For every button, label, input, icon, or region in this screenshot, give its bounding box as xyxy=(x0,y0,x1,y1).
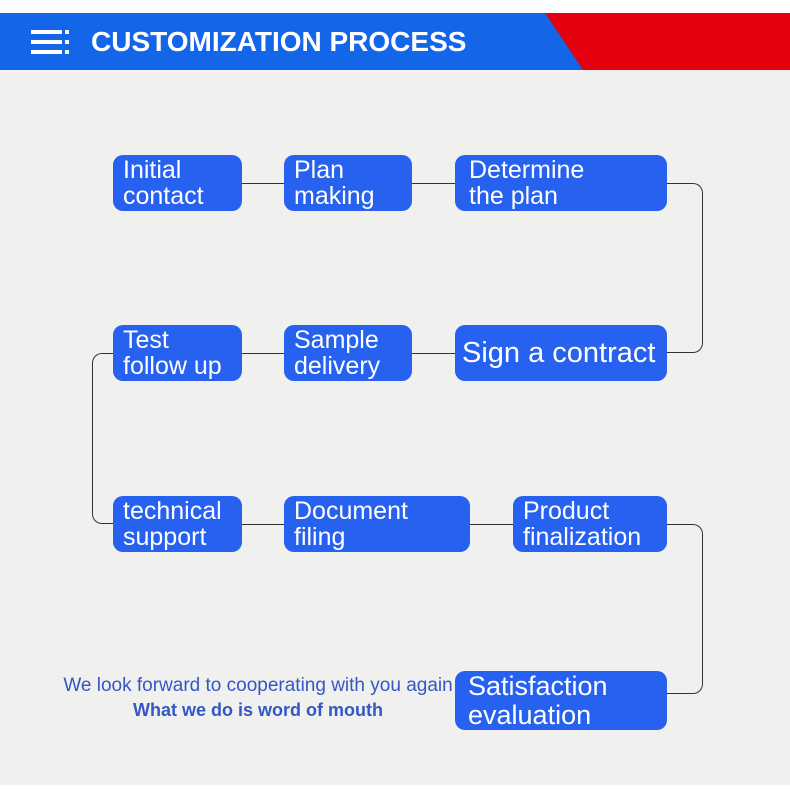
flow-node-initial-contact: Initial contact xyxy=(113,155,242,211)
flow-node-satisfaction-evaluation: Satisfaction evaluation xyxy=(455,671,667,730)
node-label-line: filing xyxy=(294,523,346,551)
node-label-line: Document xyxy=(294,497,408,525)
flow-node-determine-the-plan: Determine the plan xyxy=(455,155,667,211)
page-title: CUSTOMIZATION PROCESS xyxy=(91,25,467,57)
node-label-line: delivery xyxy=(294,352,381,380)
flow-node-sample-delivery: Sample delivery xyxy=(284,325,412,381)
node-label-line: making xyxy=(294,182,375,210)
node-label-line: Determine xyxy=(469,156,585,184)
node-label-line: Product xyxy=(523,497,610,525)
flow-node-sign-a-contract: Sign a contract xyxy=(455,325,667,381)
connector-plan-to-determine xyxy=(412,183,455,184)
node-label-line: technical xyxy=(123,497,222,525)
connector-technical-to-document xyxy=(242,524,284,525)
connector-sign-to-sample xyxy=(412,353,455,354)
connector-sample-to-test xyxy=(242,353,284,354)
connector-determine-to-sign xyxy=(667,183,703,353)
node-label-line: contact xyxy=(123,182,204,210)
node-label-line: the plan xyxy=(469,182,558,210)
flow-node-product-finalization: Product finalization xyxy=(513,496,667,552)
node-label-line: support xyxy=(123,523,207,551)
flow-node-technical-support: technical support xyxy=(113,496,242,552)
header-band: CUSTOMIZATION PROCESS xyxy=(0,13,790,70)
flow-node-plan-making: Plan making xyxy=(284,155,412,211)
node-label-line: follow up xyxy=(123,352,222,380)
flow-node-test-follow-up: Test follow up xyxy=(113,325,242,381)
connector-test-to-technical xyxy=(92,353,113,524)
node-label-line: evaluation xyxy=(468,699,592,730)
connector-document-to-product xyxy=(470,524,513,525)
node-label-line: Sample xyxy=(294,326,379,354)
flow-node-document-filing: Document filing xyxy=(284,496,470,552)
node-label-line: Satisfaction xyxy=(468,670,608,701)
menu-bar-row xyxy=(31,39,69,44)
hamburger-menu-icon xyxy=(31,29,69,54)
menu-bar-row xyxy=(31,49,69,54)
node-label-line: Test xyxy=(123,326,169,354)
node-label-line: Sign a contract xyxy=(462,337,656,369)
connector-initial-to-plan xyxy=(242,183,284,184)
footer-line-1: We look forward to cooperating with you … xyxy=(63,675,453,696)
header-content: CUSTOMIZATION PROCESS xyxy=(0,13,790,70)
connector-product-to-satisfaction xyxy=(667,524,703,694)
diagram-background xyxy=(0,13,790,785)
footer-tagline: We look forward to cooperating with you … xyxy=(0,674,516,722)
red-accent-shape xyxy=(545,13,790,70)
node-label-line: Initial xyxy=(123,156,182,184)
footer-line-2: What we do is word of mouth xyxy=(133,700,383,720)
node-label-line: finalization xyxy=(523,523,642,551)
node-label-line: Plan xyxy=(294,156,345,184)
menu-bar-row xyxy=(31,29,69,34)
